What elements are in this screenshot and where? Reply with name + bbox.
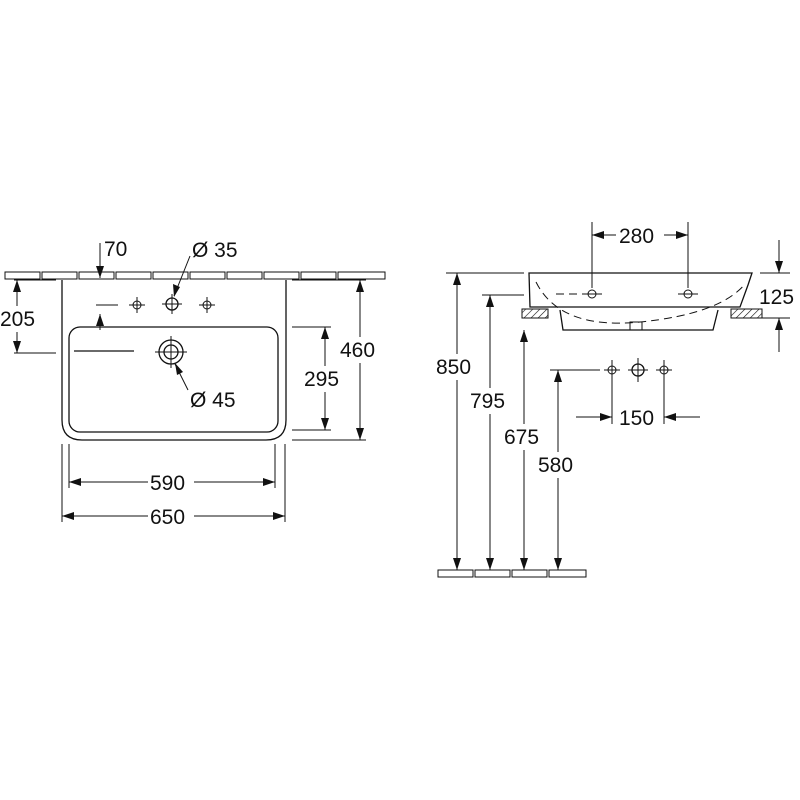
dim-580-label: 580 (538, 454, 573, 477)
dim-650: 650 (61, 444, 286, 529)
front-view: 70 Ø 35 Ø 45 205 (0, 238, 386, 529)
dim-590-label: 590 (150, 472, 185, 495)
dim-125-label: 125 (759, 286, 794, 309)
bowl-outline (68, 326, 279, 433)
tap-hole-center-icon (162, 294, 182, 314)
dim-850: 850 (435, 272, 524, 570)
dim-280-label: 280 (619, 225, 654, 248)
dim-125: 125 (759, 240, 794, 352)
side-basin-lower (559, 309, 719, 331)
dim-675-label: 675 (504, 426, 539, 449)
dim-590: 590 (68, 444, 276, 495)
side-view: 280 125 850 795 (435, 222, 794, 578)
dim-460-label: 460 (340, 339, 375, 362)
dim-795-label: 795 (470, 390, 505, 413)
dim-295: 295 (292, 326, 347, 431)
dim-295-label: 295 (304, 368, 339, 391)
dim-tap-diameter: Ø 35 (173, 239, 238, 297)
dim-280: 280 (591, 222, 689, 288)
floor-tiles (437, 569, 587, 578)
side-tap-hole-left-icon (582, 289, 602, 299)
dim-waste-diameter: Ø 45 (174, 363, 236, 412)
connection-right-icon (656, 360, 672, 380)
tap-hole-left-icon (129, 297, 145, 313)
dim-tap-diameter-label: Ø 35 (192, 239, 238, 262)
dim-205-label: 205 (0, 308, 35, 331)
dim-795: 795 (469, 294, 524, 570)
dim-70: 70 (96, 238, 127, 330)
wall-tiles (4, 271, 386, 280)
side-basin-outline (528, 272, 753, 308)
dim-waste-diameter-label: Ø 45 (190, 389, 236, 412)
dim-850-label: 850 (436, 356, 471, 379)
tap-hole-right-icon (199, 297, 215, 313)
dim-650-label: 650 (150, 506, 185, 529)
waste-outlet-icon (155, 336, 187, 368)
connection-left-icon (604, 360, 620, 380)
dim-150-label: 150 (619, 407, 654, 430)
dim-460: 460 (292, 279, 383, 441)
dim-675: 675 (503, 330, 547, 570)
dim-205: 205 (0, 279, 56, 354)
side-support-right (730, 308, 763, 319)
side-support-left (521, 308, 549, 319)
dim-70-label: 70 (104, 238, 127, 261)
dim-580: 580 (537, 369, 600, 570)
connection-center-icon (628, 358, 648, 382)
basin-outline (61, 280, 287, 441)
side-tap-hole-right-icon (678, 289, 698, 299)
dim-150: 150 (576, 380, 700, 430)
